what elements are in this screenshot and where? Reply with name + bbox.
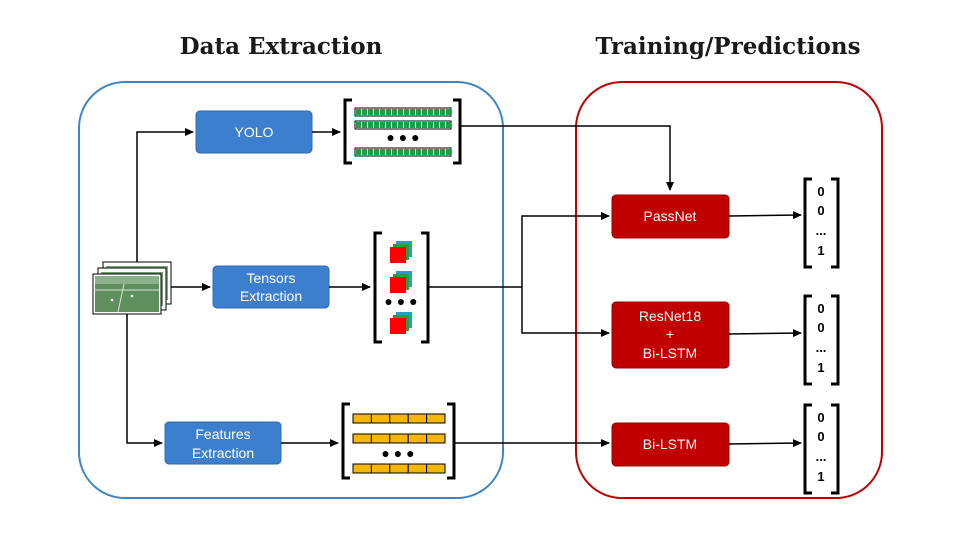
output-value: ... — [816, 223, 827, 238]
yolo-row — [354, 147, 452, 157]
resnet-label-line-2: + — [666, 326, 674, 342]
arrow-tensors-to-resnet — [521, 287, 610, 337]
arrow-bboxes-to-passnet — [460, 125, 674, 191]
tensor-block-2 — [390, 271, 412, 293]
yolo-output-matrix: ● ● ● — [343, 98, 462, 165]
output-vector-bilstm: 0 0... 1 — [803, 403, 840, 495]
output-value: 0 — [817, 410, 824, 425]
title-training-predictions: Training/Predictions — [595, 33, 860, 60]
output-value: 0 — [817, 203, 824, 218]
output-value: ... — [816, 449, 827, 464]
yolo-node: YOLO — [195, 110, 313, 154]
resnet-label-line-3: Bi-LSTM — [643, 345, 697, 361]
output-value: 0 — [817, 320, 824, 335]
tensors-label-line-1: Tensors — [246, 270, 295, 286]
arrow-tensors-to-passnet — [521, 212, 610, 287]
features-label-line-2: Extraction — [192, 445, 254, 461]
svg-text:● ● ●: ● ● ● — [384, 293, 417, 309]
output-vector-passnet: 0 0... 1 — [803, 177, 840, 269]
feature-row — [352, 413, 446, 424]
output-value: 0 — [817, 184, 824, 199]
tensors-label-line-2: Extraction — [240, 288, 302, 304]
yolo-label: YOLO — [235, 124, 274, 140]
resnet-bilstm-node: ResNet18 + Bi-LSTM — [611, 301, 730, 369]
tensor-block-3 — [390, 312, 412, 334]
output-vector-resnet: 0 0... 1 — [803, 294, 840, 386]
output-value: 1 — [817, 243, 824, 258]
feature-vectors-matrix: ● ● ● — [341, 402, 456, 480]
yolo-row — [354, 107, 452, 117]
yolo-row — [354, 120, 452, 130]
data-extraction-container — [78, 81, 504, 499]
arrow-passnet-to-output — [728, 211, 802, 220]
tensor-stack: ● ● ● — [373, 231, 430, 344]
bilstm-node: Bi-LSTM — [611, 422, 730, 467]
output-value: 1 — [817, 360, 824, 375]
passnet-node: PassNet — [611, 194, 730, 239]
output-value: 1 — [817, 469, 824, 484]
arrow-frames-to-features — [126, 314, 163, 447]
features-label-line-1: Features — [195, 426, 250, 442]
feature-row — [352, 463, 446, 474]
passnet-label: PassNet — [644, 208, 697, 224]
training-container — [575, 81, 883, 499]
arrow-frames-to-yolo — [136, 128, 194, 262]
bilstm-label: Bi-LSTM — [643, 436, 697, 452]
resnet-label-line-1: ResNet18 — [639, 308, 701, 324]
tensors-extraction-node: Tensors Extraction — [212, 265, 330, 309]
output-value: 0 — [817, 429, 824, 444]
tensor-block-1 — [390, 241, 412, 263]
output-value: 0 — [817, 301, 824, 316]
title-data-extraction: Data Extraction — [180, 33, 383, 60]
output-value: ... — [816, 340, 827, 355]
svg-text:● ● ●: ● ● ● — [381, 445, 414, 461]
arrow-resnet-to-output — [728, 329, 802, 338]
video-frames-icon — [92, 261, 172, 315]
feature-row — [352, 433, 446, 444]
svg-text:● ● ●: ● ● ● — [386, 129, 419, 145]
arrow-bilstm-to-output — [728, 439, 802, 448]
features-extraction-node: Features Extraction — [164, 421, 282, 465]
